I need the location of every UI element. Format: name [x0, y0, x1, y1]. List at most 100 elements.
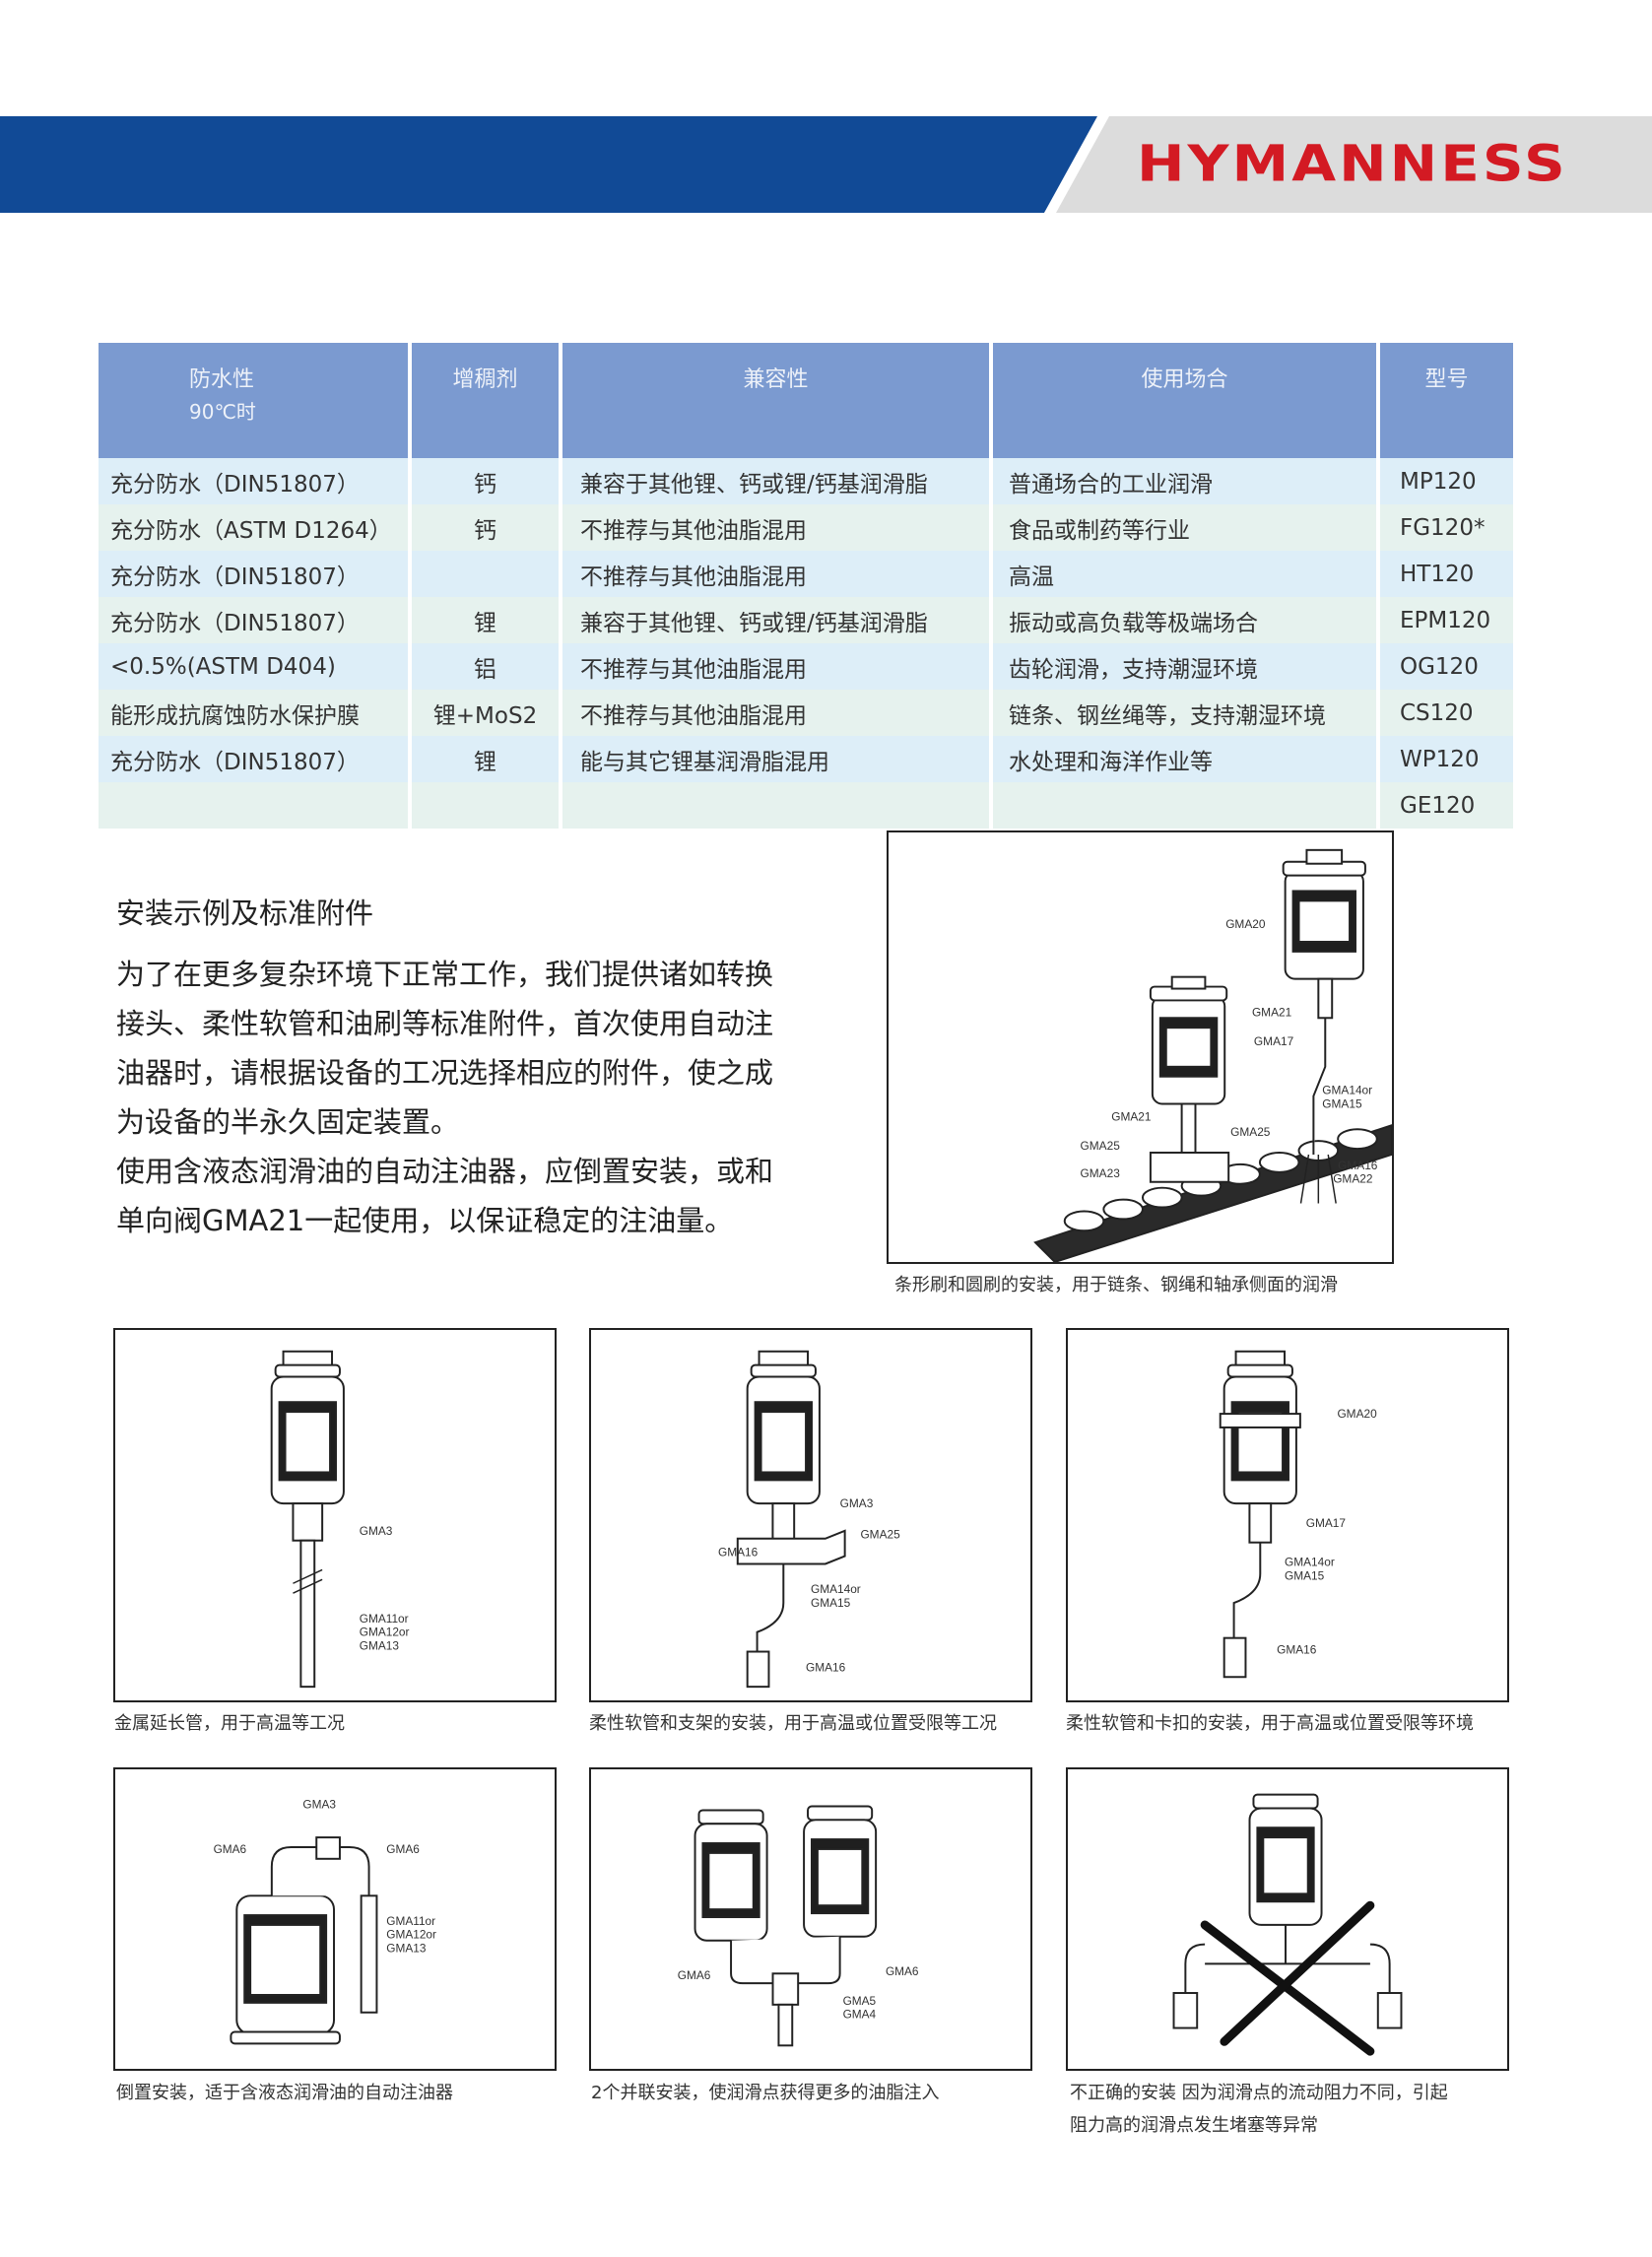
part-label: GMA14or [1322, 1084, 1372, 1097]
cell-thickener [410, 782, 562, 829]
cell-model: WP120 [1378, 736, 1513, 782]
part-label: GMA4 [843, 2008, 877, 2022]
chain-brush-illustration: GMA20 GMA21 GMA17 GMA14or GMA15 GMA21 GM… [1033, 848, 1392, 1262]
part-label: GMA6 [678, 1968, 711, 1982]
part-label: GMA16 [1338, 1159, 1378, 1172]
figure-caption: 条形刷和圆刷的安装，用于链条、钢绳和轴承侧面的润滑 [894, 1275, 1338, 1295]
part-label: GMA5 [843, 1994, 877, 2008]
cell-waterproof: <0.5%(ASTM D404) [99, 643, 412, 690]
cell-waterproof: 充分防水（DIN51807） [99, 736, 412, 782]
inverted-install-illustration: GMA3 GMA6 GMA6 GMA11or GMA12or GMA13 [214, 1797, 436, 2045]
cell-waterproof: 充分防水（DIN51807） [99, 458, 412, 504]
figure-flexible-hose-bracket: GMA3 GMA25 GMA16 GMA14or GMA15 GMA16 [589, 1328, 1032, 1702]
intro-paragraph: 使用含液态润滑油的自动注油器，应倒置安装，或和单向阀GMA21一起使用，以保证稳… [116, 1155, 774, 1237]
cell-usage: 链条、钢丝绳等，支持潮湿环境 [991, 690, 1380, 736]
cell-usage [991, 782, 1380, 829]
part-label: GMA15 [1322, 1096, 1362, 1110]
table-row: 充分防水（DIN51807） 不推荐与其他油脂混用 高温 HT120 [99, 551, 1513, 597]
cell-usage: 高温 [991, 551, 1380, 597]
cell-usage: 齿轮润滑，支持潮湿环境 [991, 643, 1380, 690]
cell-model: CS120 [1378, 690, 1513, 736]
cell-compatibility: 兼容于其他锂、钙或锂/钙基润滑脂 [561, 597, 993, 643]
cell-compatibility [561, 782, 993, 829]
figure-parallel-install: GMA6 GMA6 GMA5 GMA4 [589, 1767, 1032, 2071]
cell-waterproof [99, 782, 412, 829]
cross-mark [1200, 1900, 1375, 2056]
part-label: GMA17 [1254, 1034, 1293, 1048]
cell-usage: 食品或制药等行业 [991, 504, 1380, 551]
part-label: GMA11or [360, 1612, 409, 1626]
header-usage: 使用场合 [991, 343, 1380, 458]
part-label: GMA3 [840, 1496, 874, 1510]
part-label: GMA25 [1230, 1125, 1271, 1139]
chain-links [1063, 1128, 1378, 1232]
part-label: GMA16 [1277, 1643, 1317, 1657]
cell-usage: 普通场合的工业润滑 [991, 458, 1380, 504]
cell-thickener: 锂 [410, 597, 562, 643]
table-row: 充分防水（DIN51807） 钙 兼容于其他锂、钙或锂/钙基润滑脂 普通场合的工… [99, 458, 1513, 504]
cell-model: OG120 [1378, 643, 1513, 690]
figure-incorrect-install [1066, 1767, 1509, 2071]
part-label: GMA20 [1225, 917, 1266, 931]
part-label: GMA6 [386, 1842, 420, 1856]
header-band [0, 116, 1108, 213]
cell-model: GE120 [1378, 782, 1513, 829]
cell-model: EPM120 [1378, 597, 1513, 643]
part-label: GMA15 [1285, 1568, 1325, 1582]
hose-bracket-illustration: GMA3 GMA25 GMA16 GMA14or GMA15 GMA16 [718, 1350, 900, 1689]
cell-compatibility: 能与其它锂基润滑脂混用 [561, 736, 993, 782]
cell-waterproof: 充分防水（ASTM D1264） [99, 504, 412, 551]
table-row: <0.5%(ASTM D404) 铝 不推荐与其他油脂混用 齿轮润滑，支持潮湿环… [99, 643, 1513, 690]
metal-extension-illustration: GMA3 GMA11or GMA12or GMA13 [270, 1350, 410, 1689]
product-table: 防水性 90℃时 增稠剂 兼容性 使用场合 型号 充分防水（DIN51807） … [99, 343, 1513, 829]
cell-usage: 水处理和海洋作业等 [991, 736, 1380, 782]
part-label: GMA22 [1333, 1172, 1372, 1186]
table-row: 充分防水（DIN51807） 锂 能与其它锂基润滑脂混用 水处理和海洋作业等 W… [99, 736, 1513, 782]
table-row: 充分防水（DIN51807） 锂 兼容于其他锂、钙或锂/钙基润滑脂 振动或高负载… [99, 597, 1513, 643]
part-label: GMA6 [886, 1964, 919, 1978]
part-label: GMA25 [860, 1528, 900, 1542]
part-label: GMA12or [386, 1928, 436, 1942]
figure-caption: 2个并联安装，使润滑点获得更多的油脂注入 [591, 2083, 940, 2103]
cell-thickener: 钙 [410, 458, 562, 504]
table-row: 能形成抗腐蚀防水保护膜 锂+MoS2 不推荐与其他油脂混用 链条、钢丝绳等，支持… [99, 690, 1513, 736]
cell-usage: 振动或高负载等极端场合 [991, 597, 1380, 643]
part-label: GMA13 [360, 1639, 400, 1653]
part-label: GMA6 [214, 1842, 247, 1856]
table-row: 充分防水（ASTM D1264） 钙 不推荐与其他油脂混用 食品或制药等行业 F… [99, 504, 1513, 551]
part-label: GMA20 [1337, 1407, 1377, 1421]
cell-model: HT120 [1378, 551, 1513, 597]
cell-thickener: 锂+MoS2 [410, 690, 562, 736]
part-label: GMA21 [1252, 1005, 1292, 1019]
part-label: GMA3 [360, 1524, 393, 1538]
part-label: GMA16 [718, 1546, 759, 1560]
cell-waterproof: 充分防水（DIN51807） [99, 597, 412, 643]
cell-thickener: 锂 [410, 736, 562, 782]
part-label: GMA11or [386, 1914, 435, 1928]
figure-metal-extension: GMA3 GMA11or GMA12or GMA13 [113, 1328, 557, 1702]
cell-thickener: 钙 [410, 504, 562, 551]
cell-model: FG120* [1378, 504, 1513, 551]
figure-caption: 柔性软管和支架的安装，用于高温或位置受限等工况 [589, 1713, 997, 1734]
figure-caption: 倒置安装，适于含液态润滑油的自动注油器 [116, 2083, 453, 2103]
part-label: GMA21 [1111, 1109, 1152, 1123]
hose-clip-illustration: GMA20 GMA17 GMA14or GMA15 GMA16 [1219, 1350, 1377, 1679]
incorrect-install-illustration [1172, 1793, 1403, 2056]
cell-model: MP120 [1378, 458, 1513, 504]
cell-compatibility: 不推荐与其他油脂混用 [561, 551, 993, 597]
part-label: GMA14or [1285, 1555, 1335, 1568]
cell-compatibility: 兼容于其他锂、钙或锂/钙基润滑脂 [561, 458, 993, 504]
figure-inverted-install: GMA3 GMA6 GMA6 GMA11or GMA12or GMA13 [113, 1767, 557, 2071]
cell-thickener: 铝 [410, 643, 562, 690]
part-label: GMA12or [360, 1626, 410, 1639]
part-label: GMA16 [806, 1660, 846, 1674]
table-header-row: 防水性 90℃时 增稠剂 兼容性 使用场合 型号 [99, 343, 1513, 458]
intro-text: 为了在更多复杂环境下正常工作，我们提供诸如转换接头、柔性软管和油刷等标准附件，首… [116, 950, 796, 1245]
section-title: 安装示例及标准附件 [116, 896, 374, 930]
cell-thickener [410, 551, 562, 597]
parallel-install-illustration: GMA6 GMA6 GMA5 GMA4 [678, 1805, 919, 2047]
header-thickener: 增稠剂 [410, 343, 562, 458]
figure-caption: 金属延长管，用于高温等工况 [114, 1713, 345, 1734]
cell-compatibility: 不推荐与其他油脂混用 [561, 504, 993, 551]
intro-paragraph: 为了在更多复杂环境下正常工作，我们提供诸如转换接头、柔性软管和油刷等标准附件，首… [116, 958, 774, 1139]
